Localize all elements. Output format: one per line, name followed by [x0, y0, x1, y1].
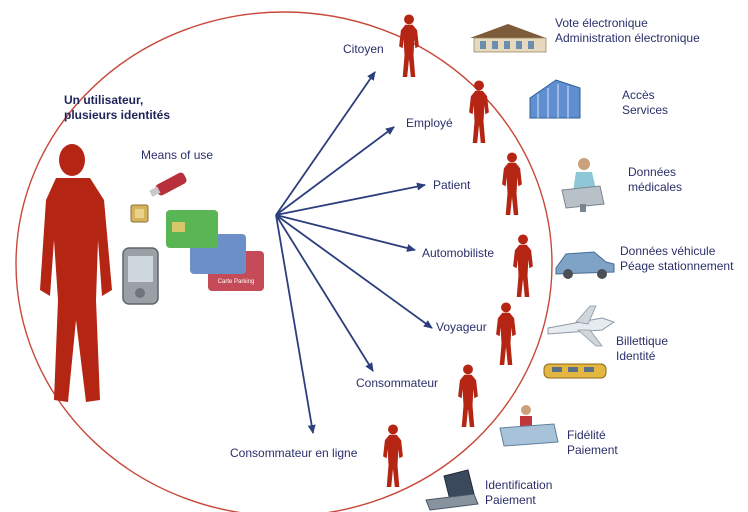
- user-silhouette-icon: [40, 144, 112, 402]
- chip-icon: [130, 204, 149, 223]
- service-vote-line2: Administration électronique: [555, 31, 700, 45]
- service-medical-line2: médicales: [628, 180, 683, 194]
- arrow-patient: [275, 182, 426, 216]
- service-vote-line1: Vote électronique: [555, 16, 648, 30]
- voyageur-person-icon: [496, 302, 516, 365]
- town-hall-icon: [470, 24, 547, 53]
- service-identification-line1: Identification: [485, 478, 553, 492]
- usb-key-icon: [149, 172, 187, 197]
- service-acces-line2: Services: [622, 103, 669, 117]
- employe-person-icon: [469, 80, 489, 143]
- smartphone-icon: [122, 247, 159, 305]
- service-vehicule-line1: Données véhicule: [620, 244, 716, 258]
- service-label-donnees-medicales: Données médicales: [628, 165, 682, 195]
- laptop-icon: [425, 469, 479, 511]
- role-label-employe: Employé: [406, 116, 453, 130]
- service-label-fidelite: Fidélité Paiement: [567, 428, 618, 458]
- role-label-automobiliste: Automobiliste: [422, 246, 495, 260]
- role-label-voyageur: Voyageur: [436, 320, 487, 334]
- office-building-icon: [529, 79, 581, 119]
- diagram-title: Un utilisateur, plusieurs identités: [64, 93, 170, 123]
- role-label-patient: Patient: [433, 178, 471, 192]
- car-icon: [555, 251, 615, 279]
- arrow-consommateur-en-ligne: [275, 214, 316, 434]
- service-label-donnees-vehicule: Données véhicule Péage stationnement: [620, 244, 733, 274]
- service-fidelite-line2: Paiement: [567, 443, 618, 457]
- arrow-employe: [275, 126, 395, 216]
- means-of-use-label: Means of use: [141, 148, 214, 162]
- service-billettique-line2: Identité: [616, 349, 656, 363]
- smart-cards-icon: Carte Parking: [166, 210, 264, 291]
- medical-chair-icon: [561, 158, 605, 212]
- service-label-vote: Vote électronique Administration électro…: [555, 16, 700, 46]
- shopping-counter-icon: [499, 405, 559, 447]
- arrow-voyageur: [275, 214, 433, 329]
- service-medical-line1: Données: [628, 165, 677, 179]
- service-label-acces: Accès Services: [622, 88, 668, 118]
- patient-person-icon: [502, 152, 522, 215]
- consommateur-en-ligne-person-icon: [383, 424, 403, 487]
- service-fidelite-line1: Fidélité: [567, 428, 606, 442]
- role-label-consommateur: Consommateur: [356, 376, 439, 390]
- service-billettique-line1: Billettique: [616, 334, 669, 348]
- citoyen-person-icon: [399, 14, 419, 77]
- automobiliste-person-icon: [513, 234, 533, 297]
- airplane-train-icon: [543, 305, 616, 379]
- arrow-consommateur: [275, 214, 374, 372]
- title-line-1: Un utilisateur,: [64, 93, 144, 107]
- boundary-circle: [15, 11, 553, 512]
- service-label-billettique: Billettique Identité: [616, 334, 668, 364]
- role-label-citoyen: Citoyen: [343, 42, 384, 56]
- arrows: [275, 71, 433, 434]
- arrow-citoyen: [275, 71, 376, 216]
- service-vehicule-line2: Péage stationnement: [620, 259, 734, 273]
- service-label-identification: Identification Paiement: [485, 478, 552, 508]
- arrow-automobiliste: [275, 214, 416, 252]
- service-acces-line1: Accès: [622, 88, 655, 102]
- title-line-2: plusieurs identités: [64, 108, 171, 122]
- card-red-text: Carte Parking: [218, 279, 255, 285]
- consommateur-person-icon: [458, 364, 478, 427]
- role-label-consommateur-en-ligne: Consommateur en ligne: [230, 446, 358, 460]
- service-identification-line2: Paiement: [485, 493, 536, 507]
